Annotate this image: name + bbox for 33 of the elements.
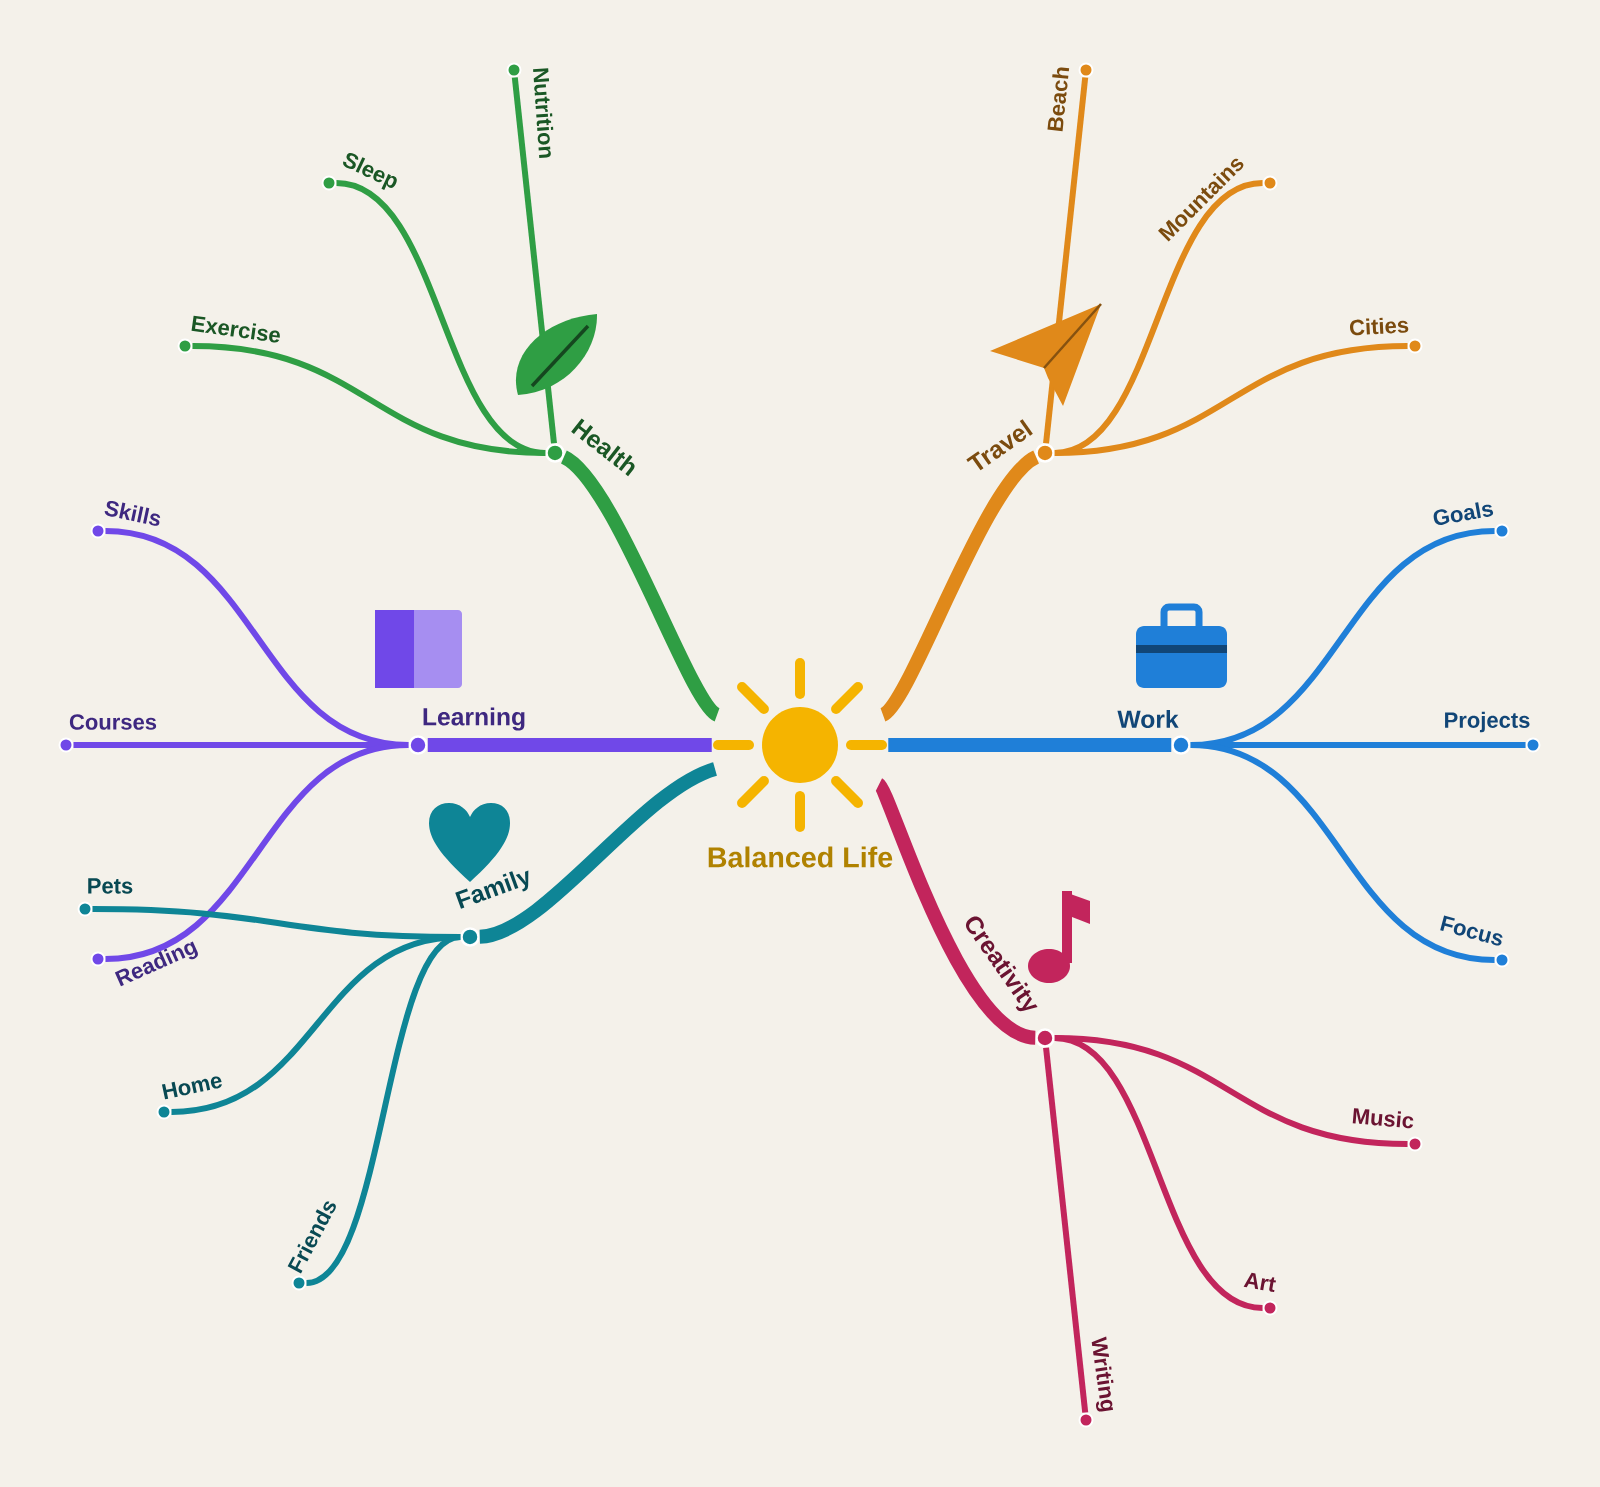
- leaf-label: Goals: [1433, 502, 1494, 525]
- branch-line: [1043, 1047, 1089, 1413]
- branch-line: [888, 738, 1172, 752]
- leaf-label: Home: [161, 1076, 222, 1100]
- branch-label: Learning: [423, 707, 525, 731]
- leaf-label: Skills: [104, 500, 161, 526]
- leaf-label: Beach: [1047, 67, 1070, 132]
- branch-line: [305, 934, 462, 1286]
- leaf-label: Courses: [69, 714, 157, 730]
- leaf-label: Art: [1243, 1272, 1276, 1292]
- topic-label: Balanced Life: [708, 846, 893, 868]
- leaf-label: Pets: [88, 878, 133, 894]
- leaf-label: Projects: [1445, 711, 1530, 733]
- branch-line: [1190, 742, 1495, 963]
- leaf-label: Sleep: [343, 152, 397, 190]
- branch-line: [427, 738, 712, 752]
- branch-line: [873, 780, 1038, 1045]
- branch-label: Work: [1117, 709, 1179, 729]
- branch-line: [1054, 1035, 1264, 1311]
- leaf-label: Focus: [1440, 915, 1503, 946]
- leaf-label: Writing: [1091, 1336, 1114, 1412]
- branch-line: [878, 451, 1041, 721]
- branch-line: [511, 77, 557, 444]
- branch-line: [478, 762, 718, 944]
- leaf-label: Music: [1352, 1108, 1414, 1129]
- leaf-label: Cities: [1350, 317, 1409, 336]
- branch-line: [1054, 343, 1408, 456]
- branch-line: [559, 451, 722, 721]
- branch-line: [192, 343, 546, 456]
- leaf-label: Nutrition: [533, 68, 554, 158]
- branch-line: [105, 742, 409, 962]
- leaf-label: Exercise: [191, 315, 280, 343]
- branch-label: Family: [455, 870, 529, 909]
